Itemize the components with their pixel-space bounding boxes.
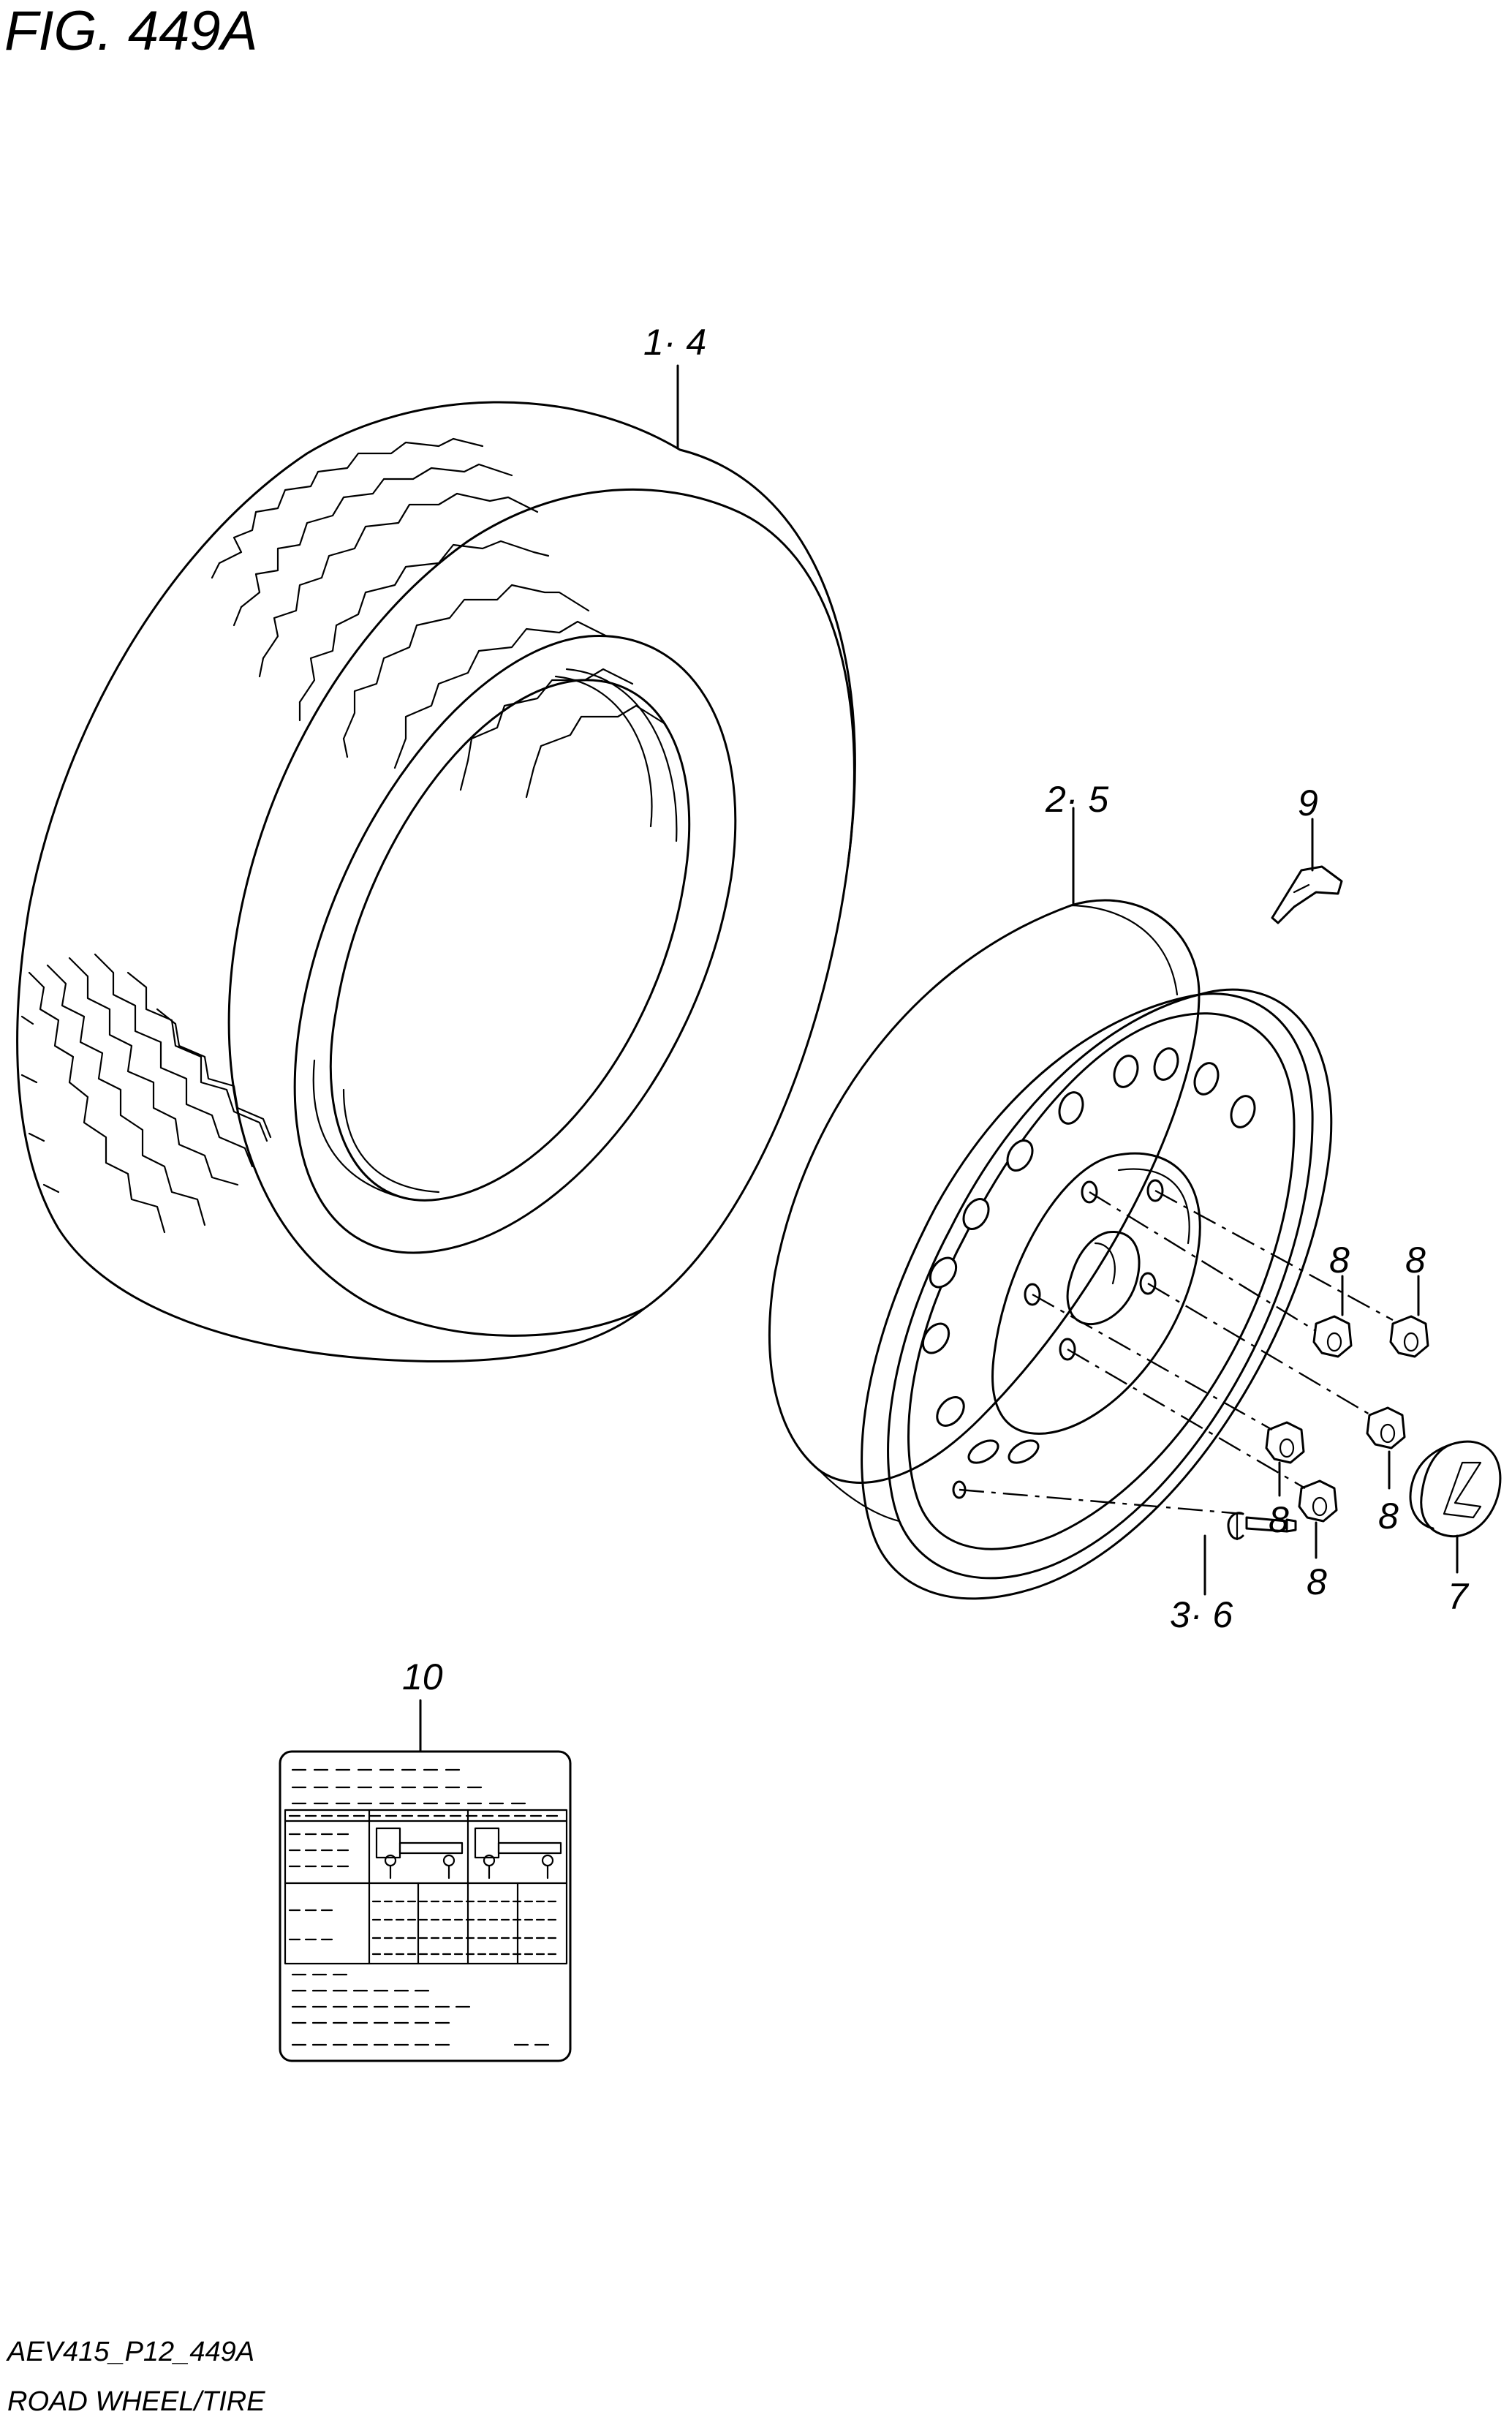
footer-caption: ROAD WHEEL/TIRE xyxy=(7,2386,265,2417)
wheel-nut-c xyxy=(1366,1406,1406,1449)
callout-nut-b: 8 xyxy=(1405,1240,1426,1281)
callout-nut-e: 8 xyxy=(1307,1561,1327,1602)
callout-tire: 1· 4 xyxy=(643,322,706,363)
wheel-nut-a xyxy=(1312,1315,1353,1358)
tire-info-label-illustration xyxy=(279,1750,572,2062)
center-cap-illustration xyxy=(1409,1440,1502,1538)
wheel-nut-e xyxy=(1298,1479,1338,1523)
callout-wheel: 2· 5 xyxy=(1045,779,1108,820)
balance-weight-illustration xyxy=(1271,865,1343,924)
tire-illustration xyxy=(16,401,856,1363)
footer-code: AEV415_P12_449A xyxy=(6,2337,254,2367)
wheel-nut-b xyxy=(1389,1315,1429,1358)
callout-valve: 3· 6 xyxy=(1170,1594,1233,1635)
callout-weight: 9 xyxy=(1298,783,1318,823)
wheel-nut-d xyxy=(1265,1421,1305,1464)
wheel-illustration xyxy=(768,899,1333,1600)
figure-title: FIG. 449A xyxy=(4,0,257,62)
callout-nut-a: 8 xyxy=(1329,1240,1350,1281)
callout-nut-c: 8 xyxy=(1378,1496,1399,1537)
callout-cap: 7 xyxy=(1448,1576,1470,1617)
valve-stem-illustration xyxy=(1227,1512,1297,1541)
callout-label: 10 xyxy=(402,1656,443,1697)
